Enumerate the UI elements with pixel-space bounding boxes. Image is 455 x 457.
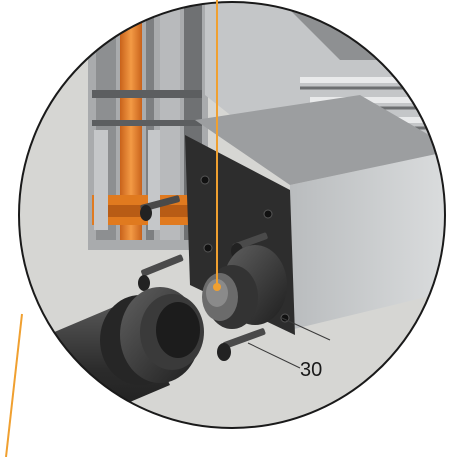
end-box <box>185 95 445 335</box>
callout-30-label: 30 <box>300 359 322 381</box>
accent-leader-dot <box>213 283 221 291</box>
callout-30-leader-2 <box>281 317 331 341</box>
callout-30-leader <box>247 342 301 369</box>
lens-border <box>18 1 446 429</box>
screw-icon <box>217 328 266 361</box>
accent-leader-left <box>5 313 23 457</box>
plug-icon <box>202 245 287 329</box>
pipe-icon <box>19 287 204 428</box>
screw-icon <box>138 254 184 291</box>
screw-icon <box>140 195 180 221</box>
